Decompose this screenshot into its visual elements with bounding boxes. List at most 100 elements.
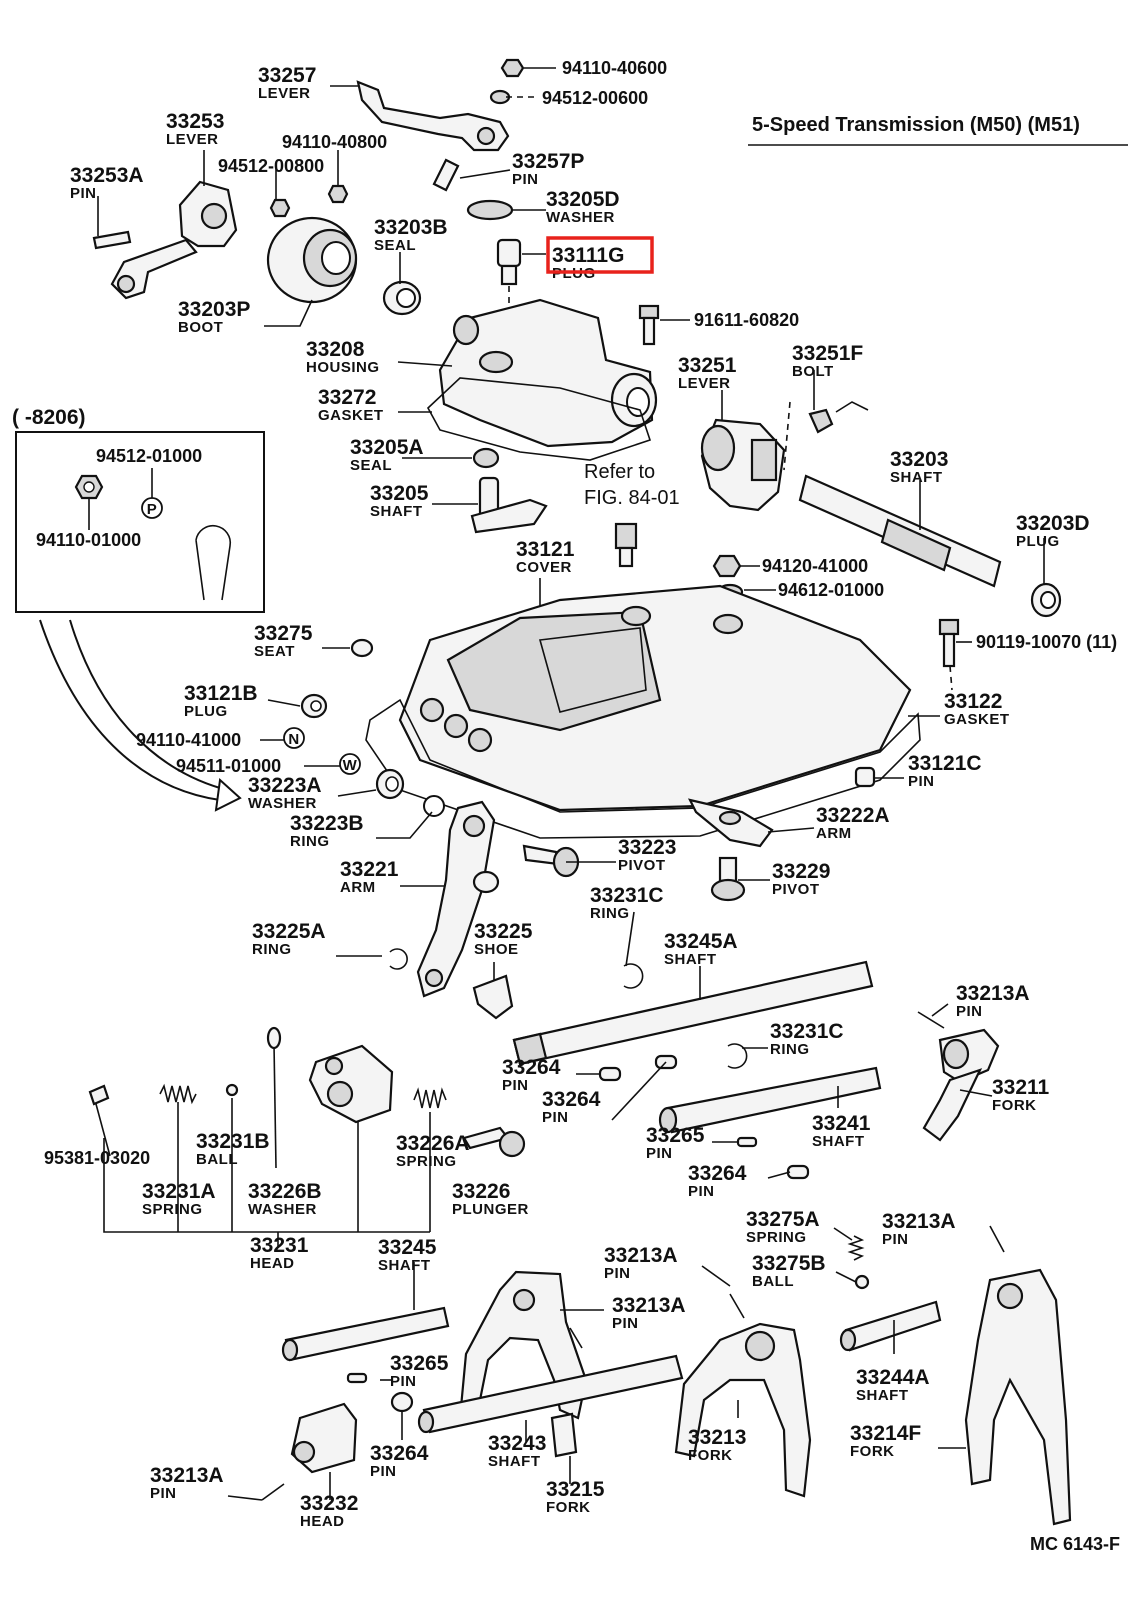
part-number-33208: 33208 [306, 338, 365, 361]
pin-33264-shape [390, 1391, 414, 1413]
part-number-33225A: 33225A [252, 920, 326, 943]
part-number-33265: 33265 [390, 1352, 449, 1375]
seal-33205a-shape [472, 447, 500, 469]
nut-icon [327, 184, 349, 204]
part-name-33245: SHAFT [378, 1257, 431, 1274]
part-name-33223: PIVOT [618, 857, 666, 874]
arm-hole [462, 814, 486, 838]
diagram-title: 5-Speed Transmission (M50) (M51) [752, 114, 1080, 136]
part-name-33231C: RING [590, 905, 630, 922]
part-name-33121C: PIN [908, 773, 935, 790]
part-number-33245: 33245 [378, 1236, 437, 1259]
inset-arrow-head [214, 777, 242, 812]
washer-33205d-shape [466, 199, 514, 221]
lever-33257-shape [356, 80, 510, 152]
part-name-33243: SHAFT [488, 1453, 541, 1470]
fork-bore [512, 1288, 536, 1312]
part-number-33121: 33121 [516, 538, 575, 561]
part-number-33272: 33272 [318, 386, 376, 409]
pin-33213a-shape [917, 1011, 945, 1029]
part-name-33211: FORK [992, 1097, 1037, 1114]
lever-arm-hole [116, 274, 136, 294]
plug-hole [1040, 591, 1056, 609]
cover-port [419, 697, 445, 723]
part-number-33222A: 33222A [816, 804, 890, 827]
part-name-33241: SHAFT [812, 1133, 865, 1150]
shaft-end [839, 1328, 857, 1352]
cover-boss [620, 605, 652, 627]
part-name-33203B: SEAL [374, 237, 416, 254]
part-number-33251: 33251 [678, 354, 737, 377]
pin-33213a-shape [261, 1483, 285, 1501]
part-name-33213: FORK [688, 1447, 733, 1464]
part-number-33265: 33265 [646, 1124, 705, 1147]
part-number-33205: 33205 [370, 482, 429, 505]
part-name-33121: COVER [516, 559, 572, 576]
part-number-33241: 33241 [812, 1112, 871, 1135]
plug-33111g-shape [496, 238, 522, 268]
pin-33253a-shape [92, 230, 132, 250]
head-bore [324, 1056, 344, 1076]
part-name-33223A: WASHER [248, 795, 317, 812]
washer-hole [385, 776, 399, 792]
part-name-33225: SHOE [474, 941, 519, 958]
highlight-box [546, 236, 654, 274]
shaft-end [417, 1410, 435, 1434]
part-name-33257: LEVER [258, 85, 311, 102]
nut-icon [269, 198, 291, 218]
std-part-number: 94512-00800 [218, 156, 324, 176]
part-name-33231C: RING [770, 1041, 810, 1058]
refer-note-line1: Refer to [584, 461, 655, 483]
fork-bore [744, 1330, 776, 1362]
spring-33231a-shape [159, 1083, 197, 1105]
part-name-33213A: PIN [612, 1315, 639, 1332]
ball-33231b-shape [225, 1083, 239, 1097]
std-part-number: 90119-10070 (11) [976, 632, 1117, 652]
std-part-number: 94110-40800 [282, 132, 387, 152]
part-number-33226A: 33226A [396, 1132, 470, 1155]
arm-hole [424, 968, 444, 988]
inset-label: ( -8206) [12, 406, 86, 429]
part-name-33213A: PIN [956, 1003, 983, 1020]
part-number-33264: 33264 [542, 1088, 601, 1111]
inset-arrow [39, 619, 221, 801]
part-name-33244A: SHAFT [856, 1387, 909, 1404]
nut-marker-letter: N [288, 731, 299, 748]
fork-bore [942, 1038, 970, 1070]
pin-33213a-shape [729, 1293, 745, 1319]
seal-hole [396, 288, 416, 308]
pin-33265-shape [736, 1136, 758, 1148]
part-name-33213A: PIN [882, 1231, 909, 1248]
part-number-33243: 33243 [488, 1432, 546, 1455]
part-name-33265: PIN [390, 1373, 417, 1390]
part-number-33205A: 33205A [350, 436, 424, 459]
part-number-33229: 33229 [772, 860, 830, 883]
cover-rib [538, 627, 647, 713]
lever-33251-spline [750, 438, 778, 482]
housing-bore-hole [626, 387, 650, 417]
part-number-33121B: 33121B [184, 682, 258, 705]
part-number-33203B: 33203B [374, 216, 448, 239]
part-name-33275B: BALL [752, 1273, 794, 1290]
fork-33214f-shape [964, 1268, 1072, 1526]
part-number-33203: 33203 [890, 448, 948, 471]
std-part-number: 94110-41000 [136, 730, 241, 750]
part-name-33265: PIN [646, 1145, 673, 1162]
nut-icon [500, 58, 525, 78]
washer-33226b-shape [266, 1026, 282, 1050]
part-number-33226: 33226 [452, 1180, 510, 1203]
part-name-33264: PIN [370, 1463, 397, 1480]
lever-33253-hole [200, 202, 228, 230]
part-number-33111G: 33111G [552, 244, 624, 267]
part-number-33203D: 33203D [1016, 512, 1090, 535]
bolt-head-icon [938, 618, 960, 636]
housing-port [452, 314, 480, 346]
nut-marker-icon [283, 727, 305, 749]
arm-boss [472, 870, 500, 894]
part-number-33245A: 33245A [664, 930, 738, 953]
part-name-33203: SHAFT [890, 469, 943, 486]
part-name-33221: ARM [340, 879, 376, 896]
part-number-33231B: 33231B [196, 1130, 270, 1153]
